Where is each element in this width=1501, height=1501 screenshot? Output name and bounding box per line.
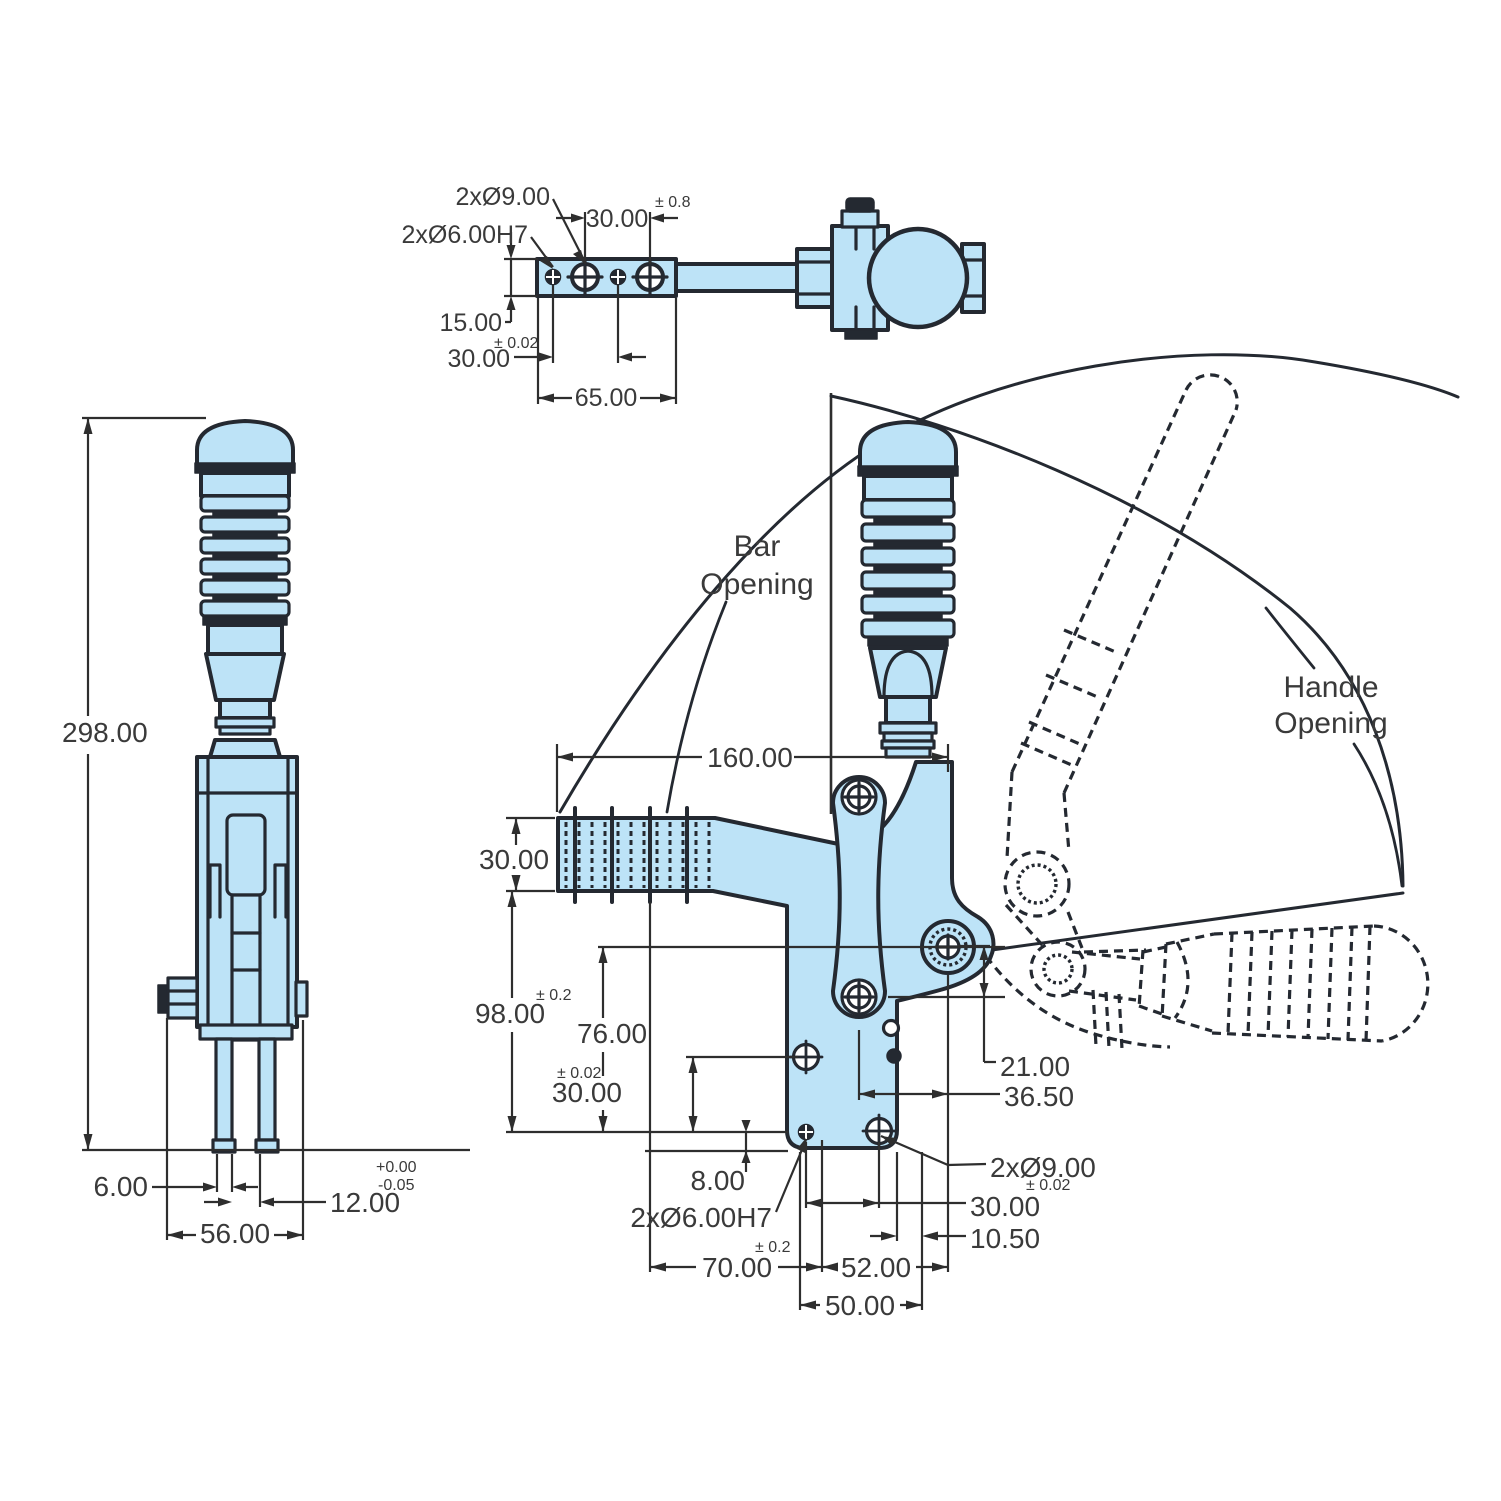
dim-hole-v: 30.00 ± 0.02 [552,1055,798,1132]
dim-overall-height-text: 298.00 [62,717,148,748]
note-holes-large-front-text: 2xØ9.00 [990,1152,1096,1183]
dim-link-offset: 21.00 [958,944,1070,1082]
tol-slot-lower-text: -0.05 [378,1177,415,1194]
dim-offset: 10.50 [870,1223,1040,1254]
dim-edge-offset: 8.00 [691,1120,751,1196]
dim-pivot-width: 52.00 [822,1252,948,1283]
dim-mount-height: 98.00 ± 0.2 [475,891,572,1132]
dim-prong-width: 6.00 [94,1154,258,1202]
side-view-part [157,419,309,1154]
note-holes-large-front: 2xØ9.00 [880,1134,1096,1183]
dim-mount-height-text: 98.00 [475,998,545,1029]
dim-bar-height: 30.00 [479,816,555,893]
label-handle-opening-line2: Opening [1274,707,1387,740]
open-handle-phantom [1068,924,1430,1043]
dim-bar-length-top: 65.00 [536,298,678,412]
tol-hole-h-text: ± 0.02 [1026,1177,1070,1194]
dim-mount-width: 70.00 ± 0.2 [650,1239,822,1283]
top-view: 30.00 ± 0.8 15.00 30.00 ± 0.02 65.00 [402,183,986,412]
dim-edge-offset-text: 8.00 [691,1165,746,1196]
note-holes-large-top-text: 2xØ9.00 [455,183,550,211]
dim-hole-width: 50.00 [800,1290,922,1321]
dim-bar-width-top-text: 15.00 [439,309,502,337]
link-arm [831,775,887,1019]
note-holes-small-front: 2xØ6.00H7 [630,1138,808,1233]
dim-base-width-text: 56.00 [200,1218,270,1249]
dim-slot-width-text: 12.00 [330,1187,400,1218]
note-holes-small-top: 2xØ6.00H7 [402,221,554,269]
bar-serrations [564,806,711,904]
dim-hole-pitch2-top-text: 30.00 [447,345,510,373]
tol-mount-width-text: ± 0.2 [755,1239,791,1256]
top-view-holes [544,258,669,296]
side-view: 298.00 6.00 12.00 +0.00 -0.05 56.00 [62,416,470,1249]
dim-pivot-x-text: 36.50 [1004,1081,1074,1112]
dim-pivot-height: 76.00 [577,947,647,1132]
label-handle-opening: Handle Opening [1264,606,1404,888]
dim-hole-h: 30.00 ± 0.02 [806,1177,1070,1222]
note-holes-small-top-text: 2xØ6.00H7 [402,221,528,249]
dim-bar-reach-text: 160.00 [707,742,793,773]
dim-pivot-width-text: 52.00 [841,1252,911,1283]
dim-link-offset-text: 21.00 [1000,1051,1070,1082]
dim-hole-pitch-top: 30.00 ± 0.8 [556,194,691,264]
label-bar-opening-line1: Bar [734,530,781,563]
dim-mount-width-text: 70.00 [702,1252,772,1283]
opening-arcs [558,353,1460,952]
open-linkage-phantom [984,850,1171,1050]
tol-hole-pitch-top-text: ± 0.8 [655,194,691,211]
open-bar-phantom [1005,373,1239,859]
note-holes-small-front-text: 2xØ6.00H7 [630,1202,772,1233]
dim-hole-width-text: 50.00 [825,1290,895,1321]
dim-bar-length-top-text: 65.00 [575,384,638,412]
dim-bar-height-text: 30.00 [479,844,549,875]
front-ref-lines [506,902,1005,1310]
dim-offset-text: 10.50 [970,1223,1040,1254]
tol-hole-v-text: ± 0.02 [557,1065,601,1082]
dim-slot-width: 12.00 +0.00 -0.05 [204,1154,417,1218]
dim-pivot-height-text: 76.00 [577,1018,647,1049]
handle-front [857,420,959,759]
dim-hole-h-text: 30.00 [970,1191,1040,1222]
note-holes-large-top: 2xØ9.00 [455,183,586,264]
label-bar-opening: Bar Opening [665,530,814,814]
dim-overall-height: 298.00 [62,416,470,1152]
label-handle-opening-line1: Handle [1283,671,1378,704]
label-bar-opening-line2: Opening [700,568,813,601]
tol-slot-upper-text: +0.00 [376,1159,417,1176]
front-view: 160.00 30.00 98.00 ± 0.2 76.00 [475,353,1460,1321]
top-view-part [535,197,986,340]
dim-hole-v-text: 30.00 [552,1077,622,1108]
dim-hole-pitch2-top: 30.00 ± 0.02 [447,285,646,373]
dim-base-width: 56.00 [165,1018,305,1249]
tol-mount-height-text: ± 0.2 [536,987,572,1004]
dim-hole-pitch-top-text: 30.00 [586,205,649,233]
dim-bar-reach: 160.00 [555,742,950,812]
dim-prong-width-text: 6.00 [94,1171,149,1202]
dim-pivot-x: 36.50 [859,1081,1074,1112]
dim-bar-width-top: 15.00 [439,232,538,337]
tol-hole-pitch2-top-text: ± 0.02 [494,335,538,352]
